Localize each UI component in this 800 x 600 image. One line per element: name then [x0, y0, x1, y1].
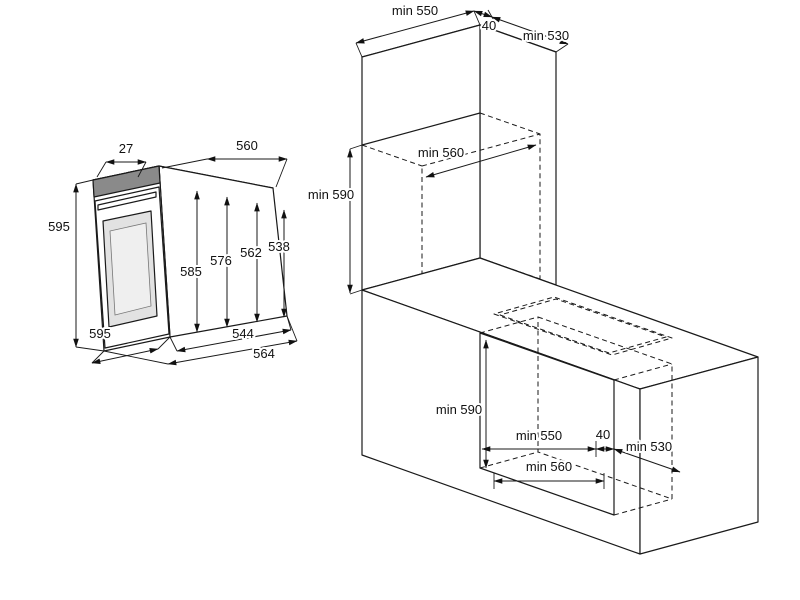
dim-extension-line: [75, 179, 94, 185]
oven-door-handle: [97, 191, 157, 211]
hidden-edge: [613, 498, 673, 516]
oven-dim-body-height-4: 538: [268, 239, 290, 254]
dim-extension-line: [161, 158, 208, 169]
oven-dim-total-depth: 564: [253, 346, 275, 361]
dim-line: [91, 347, 159, 365]
dim-line: [425, 144, 537, 178]
dim-extension-line: [96, 161, 107, 178]
oven-dim-front-height: 595: [48, 219, 70, 234]
hidden-edge: [479, 316, 539, 334]
tall-cabinet-niche-top-edge: [361, 112, 481, 146]
tall-cabinet-dim-niche-height: min 590: [308, 187, 354, 202]
countertop-cutout-outer-hidden: [493, 296, 673, 356]
oven-dim-front-width: 595: [89, 326, 111, 341]
dim-extension-line: [355, 42, 363, 58]
dim-line: [491, 16, 569, 45]
hidden-edge: [479, 112, 541, 135]
tall-cabinet-dim-top-depth: min 530: [523, 28, 569, 43]
oven-dim-door-thickness: 27: [119, 141, 133, 156]
base-cabinet-dim-cutout-width: min 550: [516, 428, 562, 443]
oven-dim-body-height-1: 585: [180, 264, 202, 279]
base-cabinet-dim-niche-width: min 560: [526, 459, 572, 474]
oven-door-outline: [94, 186, 170, 349]
tall-cabinet-side-face: [479, 24, 557, 286]
base-cabinet-niche-back-hidden: [537, 316, 673, 500]
dim-extension-line: [103, 350, 169, 365]
dim-line: [613, 448, 681, 473]
dim-extension-line: [349, 144, 363, 150]
oven-dim-body-depth: 544: [232, 326, 254, 341]
dim-extension-line: [157, 336, 171, 350]
base-cabinet-view: min 590 min 550 40 min 530 min 560: [361, 257, 759, 555]
dim-extension-line: [555, 43, 569, 53]
oven-dim-body-height-3: 562: [240, 245, 262, 260]
oven-control-panel: [92, 165, 161, 198]
dim-extension-line: [286, 315, 298, 342]
oven-view: 27 560 595 585 576 562 538 595 544: [46, 136, 298, 366]
hidden-edge: [479, 451, 539, 469]
countertop-cutout-inner-hidden: [499, 298, 667, 354]
dim-line: [473, 10, 493, 18]
base-cabinet-end-face: [639, 356, 759, 555]
base-cabinet-dim-cutout-depth: min 530: [626, 439, 672, 454]
dim-extension-line: [275, 158, 288, 188]
tall-cabinet-dim-niche-width: min 560: [418, 145, 464, 160]
tall-cabinet-view: min 550 40 min 530 min 560 min 590: [306, 1, 571, 312]
dim-line: [355, 10, 475, 44]
oven-dim-top-depth: 560: [236, 138, 258, 153]
hidden-edge: [613, 363, 673, 381]
oven-dim-body-height-2: 576: [210, 253, 232, 268]
oven-door-glass-inner: [109, 222, 152, 316]
hidden-edge: [361, 144, 423, 167]
tall-cabinet-dim-top-gap: 40: [482, 18, 496, 33]
base-cabinet-dim-niche-height: min 590: [436, 402, 482, 417]
tall-cabinet-dim-top-width: min 550: [392, 3, 438, 18]
base-cabinet-dim-gap: 40: [596, 427, 610, 442]
dim-line: [167, 339, 298, 366]
